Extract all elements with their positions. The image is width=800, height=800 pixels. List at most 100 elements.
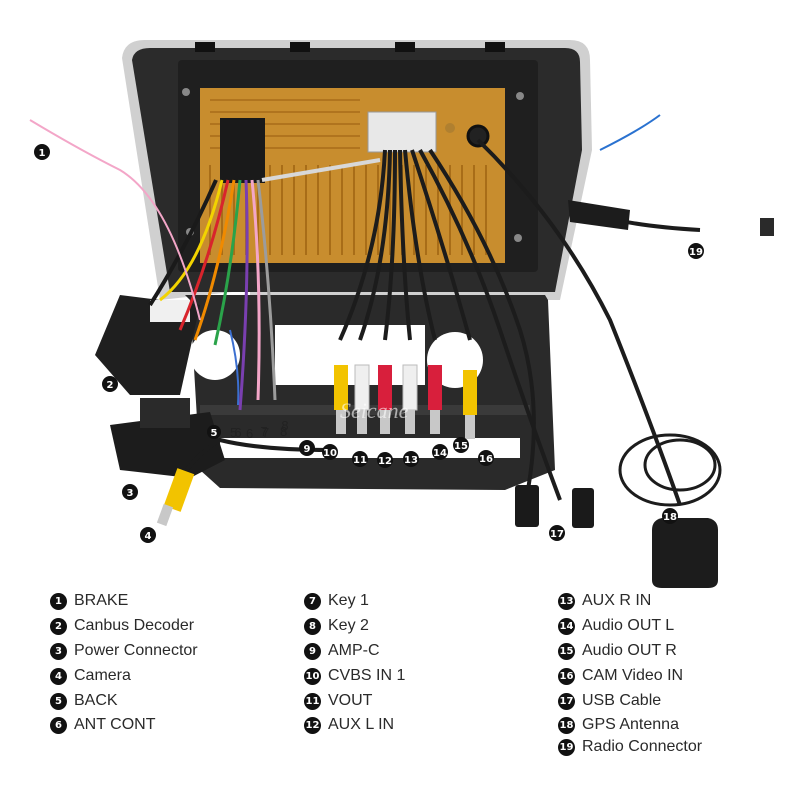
legend-item: 8 Key 2 [304, 617, 369, 635]
legend-item: 9 AMP-C [304, 642, 380, 660]
callout-11: 11 [352, 451, 368, 467]
panel-label: 7 [262, 425, 269, 440]
legend-label: Key 2 [328, 617, 369, 634]
svg-text:11: 11 [353, 455, 367, 466]
svg-text:12: 12 [378, 456, 392, 467]
number-badge: 16 [558, 667, 575, 685]
callout-4: 4 [140, 527, 156, 543]
number-badge: 9 [304, 642, 321, 660]
legend-item: 19 Radio Connector [558, 738, 702, 756]
legend-label: BACK [74, 692, 118, 709]
legend-label: Key 1 [328, 592, 369, 609]
number-badge: 11 [304, 692, 321, 710]
legend-label: BRAKE [74, 592, 129, 609]
legend-item: 4 Camera [50, 667, 131, 685]
head-unit-rear [122, 40, 592, 300]
svg-text:17: 17 [550, 529, 564, 540]
number-badge: 19 [558, 738, 575, 756]
canbus-decoder [95, 295, 200, 395]
svg-text:15: 15 [454, 441, 468, 452]
svg-text:2: 2 [107, 380, 114, 391]
av-socket [367, 111, 437, 153]
number-badge: 18 [558, 716, 575, 734]
panel-label: 8 [280, 424, 287, 439]
wiring-diagram: Seicane 5 6 7 8 1 2 3 4 5 9 10 11 12 13 … [29, 40, 774, 588]
rca-plug [334, 364, 477, 439]
number-badge: 14 [558, 617, 575, 635]
callout-15: 15 [453, 437, 469, 453]
number-badge: 7 [304, 592, 321, 610]
legend-label: CAM Video IN [582, 667, 684, 684]
number-badge: 8 [304, 617, 321, 635]
legend-item: 12 AUX L IN [304, 716, 394, 734]
radio-connector [568, 114, 774, 236]
callout-2: 2 [102, 376, 118, 392]
number-badge: 3 [50, 642, 67, 660]
svg-text:3: 3 [127, 488, 134, 499]
number-badge: 10 [304, 667, 321, 685]
legend-item: 7 Key 1 [304, 592, 369, 610]
camera-plug [156, 468, 195, 527]
svg-text:19: 19 [689, 247, 703, 258]
legend-label: Radio Connector [582, 738, 703, 755]
legend-item: 10 CVBS IN 1 [304, 667, 405, 685]
number-badge: 6 [50, 716, 67, 734]
number-badge: 2 [50, 617, 67, 635]
svg-text:10: 10 [323, 448, 337, 459]
number-badge: 15 [558, 642, 575, 660]
legend-label: AMP-C [328, 642, 380, 659]
antenna-socket [466, 124, 490, 148]
svg-text:16: 16 [479, 454, 493, 465]
callout-10: 10 [322, 444, 338, 460]
legend-label: ANT CONT [74, 716, 156, 733]
callout-16: 16 [478, 450, 494, 466]
callout-18: 18 [662, 508, 678, 524]
number-badge: 4 [50, 667, 67, 685]
legend-label: GPS Antenna [582, 716, 679, 733]
callout-5: 5 [207, 425, 221, 439]
legend-label: CVBS IN 1 [328, 667, 406, 684]
watermark: Seicane [340, 398, 409, 423]
svg-text:5: 5 [211, 428, 218, 439]
legend-item: 16 CAM Video IN [558, 667, 683, 685]
number-badge: 12 [304, 716, 321, 734]
svg-text:18: 18 [663, 512, 677, 523]
callout-8: 8 [281, 418, 288, 433]
svg-text:4: 4 [145, 531, 152, 542]
svg-text:1: 1 [39, 148, 46, 159]
svg-text:9: 9 [304, 444, 311, 455]
number-badge: 17 [558, 692, 575, 710]
mounting-tab [195, 42, 505, 52]
gps-antenna [618, 433, 722, 588]
callout-13: 13 [403, 451, 419, 467]
panel-label: 5 [230, 425, 237, 440]
wire-bundle [29, 119, 381, 411]
legend-label: VOUT [328, 692, 373, 709]
legend-item: 6 ANT CONT [50, 716, 155, 734]
legend-label: Camera [74, 667, 131, 684]
callout-19: 19 [688, 243, 704, 259]
panel-label: 6 [246, 426, 253, 441]
callout-12: 12 [377, 452, 393, 468]
callout-6: 6 [234, 425, 241, 440]
legend-item: 17 USB Cable [558, 692, 661, 710]
callout-7: 7 [260, 424, 267, 439]
harness-socket [220, 118, 265, 183]
usb-plug [515, 485, 594, 528]
legend-item: 11 VOUT [304, 692, 372, 710]
number-badge: 13 [558, 592, 575, 610]
callouts-on-plate: 6 7 8 [234, 418, 288, 440]
callouts: 1 2 3 4 5 9 10 11 12 13 14 15 16 17 18 1… [34, 144, 704, 543]
number-badge: 1 [50, 592, 67, 610]
number-badge: 5 [50, 692, 67, 710]
svg-text:14: 14 [433, 448, 447, 459]
callout-3: 3 [122, 484, 138, 500]
legend-label: USB Cable [582, 692, 662, 709]
legend-label: AUX L IN [328, 716, 395, 733]
